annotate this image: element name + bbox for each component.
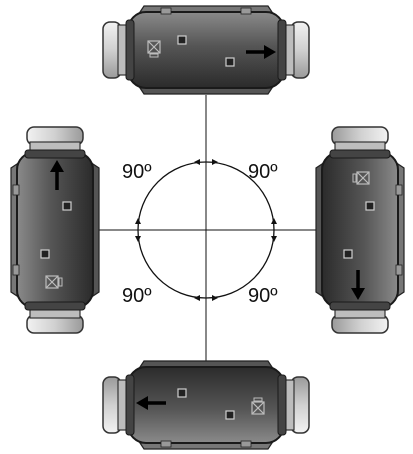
angle-label-bottom-right: 90º <box>248 285 278 307</box>
rotation-arrow-marks <box>135 159 277 301</box>
angle-label-bottom-left: 90º <box>122 285 152 307</box>
device-right <box>314 125 406 335</box>
device-left <box>9 125 101 335</box>
rotation-circle <box>137 161 275 299</box>
device-bottom <box>101 359 311 451</box>
angle-label-top-left: 90º <box>122 161 152 183</box>
angle-label-top-right: 90º <box>248 161 278 183</box>
device-top <box>101 4 311 96</box>
